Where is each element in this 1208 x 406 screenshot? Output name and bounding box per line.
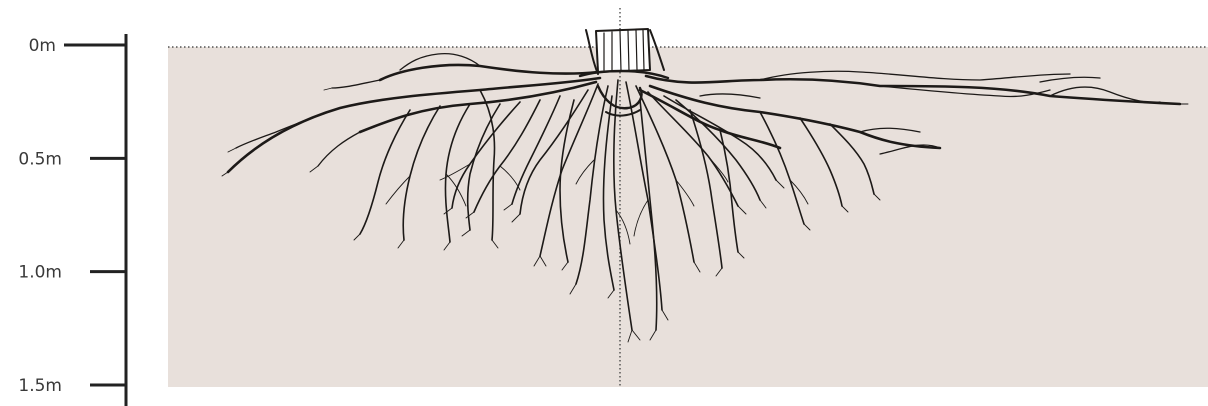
depth-label: 1.0m	[18, 263, 62, 283]
depth-label: 1.5m	[18, 376, 62, 396]
depth-scale: 0m 0.5m 1.0m 1.5m	[18, 34, 126, 406]
depth-label: 0.5m	[18, 149, 62, 169]
depth-label: 0m	[29, 36, 56, 56]
